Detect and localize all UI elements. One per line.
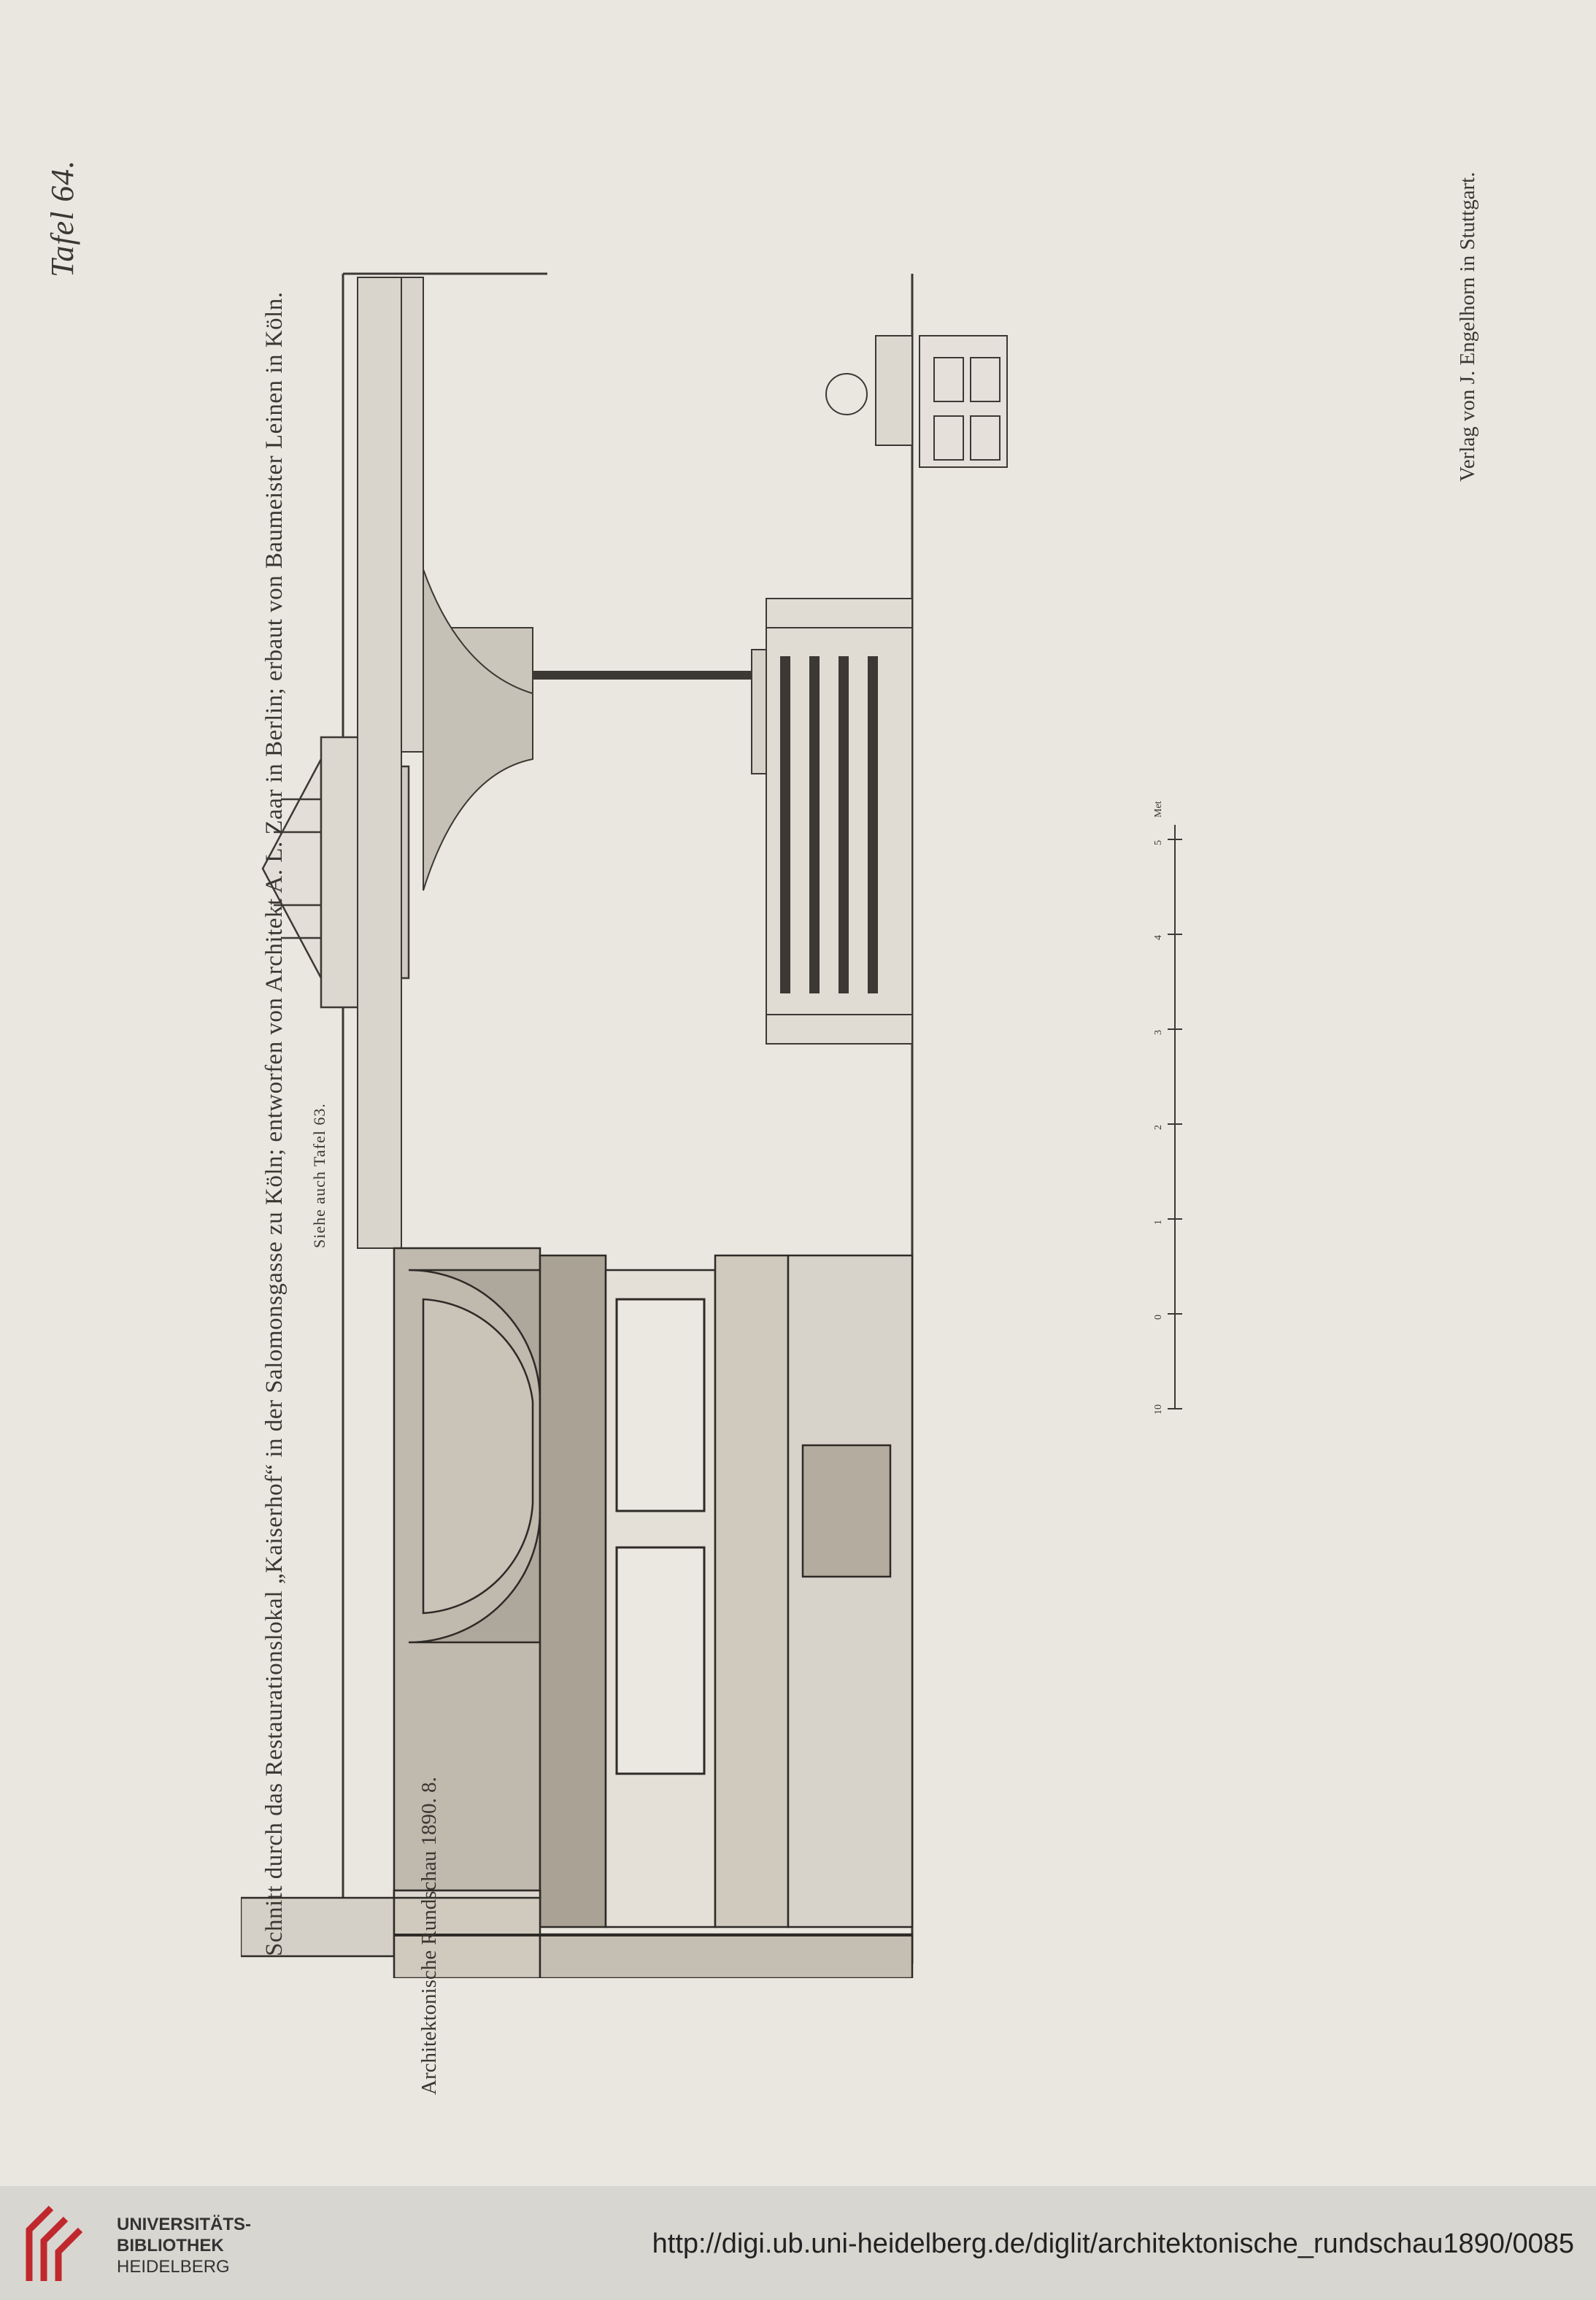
hanging-clock-ornament xyxy=(825,335,1008,468)
scale-unit-label: Met xyxy=(1153,801,1164,818)
scale-tick-label: 4 xyxy=(1153,935,1164,940)
section-drawing-svg xyxy=(239,272,1008,2053)
vaulted-bays xyxy=(393,1247,914,1928)
library-name-line2: BIBLIOTHEK xyxy=(117,2236,224,2255)
upper-left-room xyxy=(393,1889,541,1899)
scale-tick-label: 10 xyxy=(1153,1404,1164,1415)
permalink-url[interactable]: http://digi.ub.uni-heidelberg.de/diglit/… xyxy=(652,2228,1574,2259)
scale-tick-label: 0 xyxy=(1153,1315,1164,1320)
scale-tick-label: 3 xyxy=(1153,1030,1164,1035)
plate-label: Tafel 64. xyxy=(45,159,80,277)
cross-reference: Siehe auch Tafel 63. xyxy=(310,1103,328,1248)
scale-bar: 10 0 1 2 3 4 5 Met xyxy=(1153,801,1197,1416)
journal-citation: Architektonische Rundschau 1890. 8. xyxy=(417,1777,441,2095)
scanned-page: Tafel 64. xyxy=(45,159,1479,2095)
scale-tick-label: 2 xyxy=(1153,1125,1164,1130)
publisher-line: Verlag von J. Engelhorn in Stuttgart. xyxy=(1456,172,1479,482)
library-name-line1: UNIVERSITÄTS- xyxy=(117,2215,252,2234)
architectural-drawing xyxy=(239,263,1146,2053)
library-name-line3: HEIDELBERG xyxy=(117,2257,230,2277)
scale-bar-svg xyxy=(1168,825,1182,1409)
scale-tick-label: 1 xyxy=(1153,1220,1164,1225)
library-logo-icon xyxy=(26,2205,83,2281)
plate-caption: Schnitt durch das Restaurationslokal „Ka… xyxy=(261,291,288,1956)
library-footer: UNIVERSITÄTS- BIBLIOTHEK HEIDELBERG http… xyxy=(0,2186,1596,2300)
balustrade xyxy=(766,598,913,1045)
scale-tick-label: 5 xyxy=(1153,840,1164,845)
ground-floor xyxy=(393,1934,913,1936)
library-name: UNIVERSITÄTS- BIBLIOTHEK HEIDELBERG xyxy=(117,2214,251,2277)
